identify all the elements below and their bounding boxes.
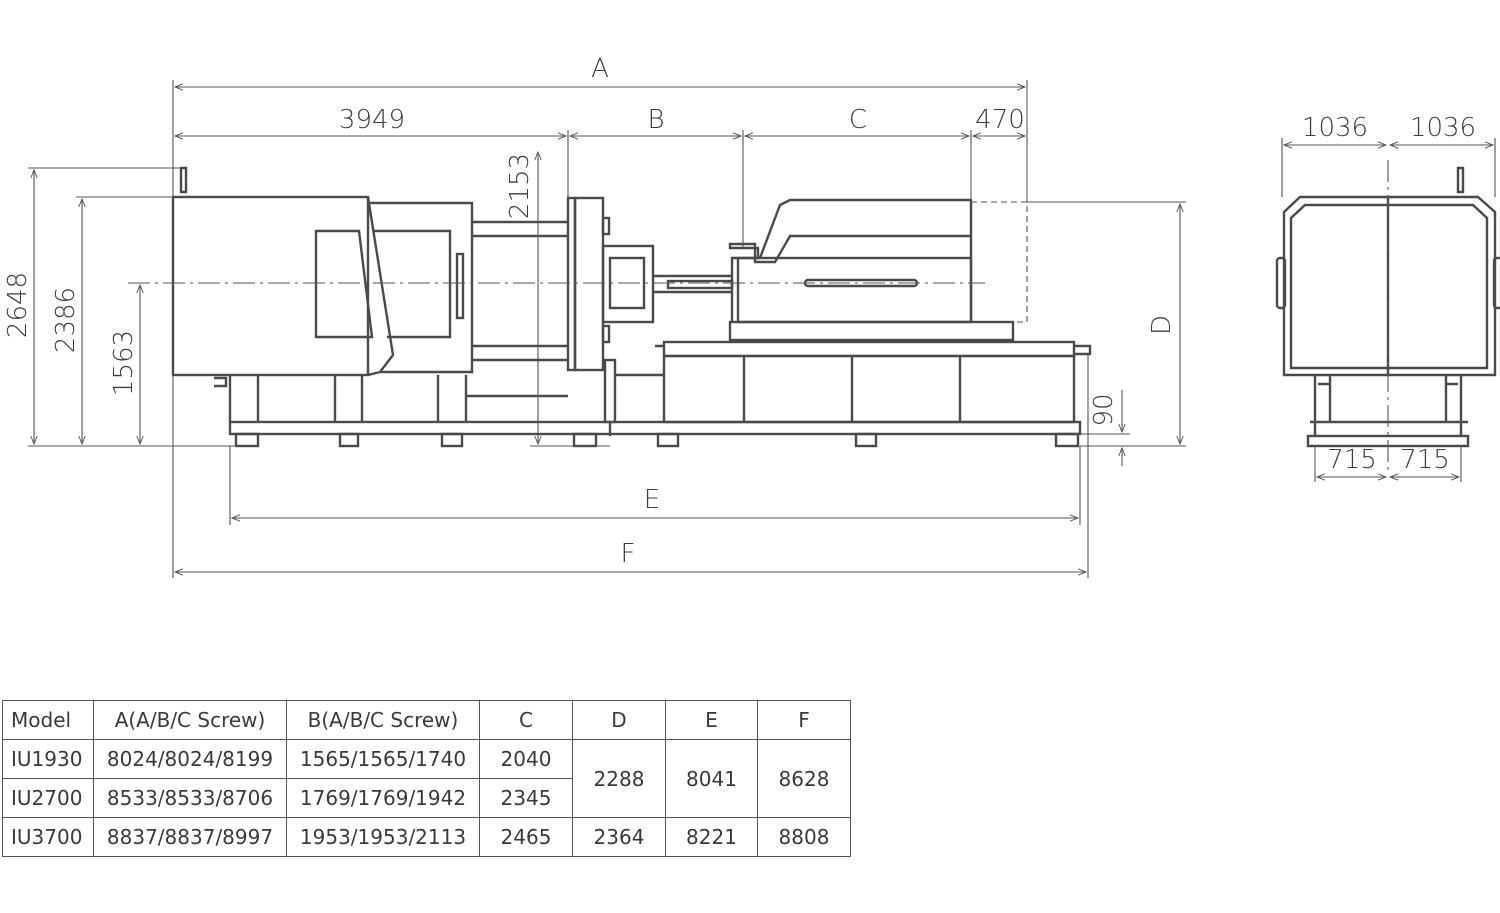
cell-d: 2288 <box>572 739 666 818</box>
cell-model: IU3700 <box>2 817 94 857</box>
dim-3949-label: 3949 <box>339 105 405 135</box>
dim-470-label: 470 <box>975 105 1025 135</box>
header-e: E <box>665 700 758 740</box>
table-header-row: Model A(A/B/C Screw) B(A/B/C Screw) C D … <box>2 700 851 740</box>
dim-2153-label: 2153 <box>505 153 535 219</box>
spec-table: Model A(A/B/C Screw) B(A/B/C Screw) C D … <box>2 700 851 857</box>
cell-a: 8533/8533/8706 <box>93 778 287 818</box>
side-dimensions: A 3949 B C 470 2648 2386 1563 2153 D 90 <box>3 54 1186 578</box>
end-dimensions: 1036 1036 715 715 <box>1281 113 1496 482</box>
table-row: IU1930 8024/8024/8199 1565/1565/1740 204… <box>2 739 851 818</box>
dim-715-right-label: 715 <box>1400 445 1450 475</box>
cell-d: 2364 <box>572 817 666 857</box>
dim-715-left-label: 715 <box>1327 445 1377 475</box>
header-c: C <box>479 700 573 740</box>
cell-model: IU1930 <box>2 739 94 779</box>
cell-c: 2345 <box>479 778 573 818</box>
dim-c-label: C <box>849 105 867 135</box>
header-b: B(A/B/C Screw) <box>286 700 480 740</box>
dim-e-label: E <box>644 485 660 515</box>
end-view <box>1275 160 1500 470</box>
cell-f: 8808 <box>757 817 851 857</box>
header-a: A(A/B/C Screw) <box>93 700 287 740</box>
cell-c: 2465 <box>479 817 573 857</box>
dim-1036-left-label: 1036 <box>1302 113 1368 143</box>
cell-e: 8221 <box>665 817 758 857</box>
cell-f: 8628 <box>757 739 851 818</box>
header-d: D <box>572 700 666 740</box>
machine-dimension-drawing: A 3949 B C 470 2648 2386 1563 2153 D 90 <box>3 54 1500 578</box>
cell-b: 1953/1953/2113 <box>286 817 480 857</box>
dim-d-label: D <box>1147 315 1177 335</box>
cell-c: 2040 <box>479 739 573 779</box>
cell-a: 8024/8024/8199 <box>93 739 287 779</box>
dim-1563-label: 1563 <box>109 330 139 396</box>
table-row: IU2700 8533/8533/8706 1769/1769/1942 234… <box>2 778 851 818</box>
dim-90-label: 90 <box>1089 393 1119 426</box>
dim-a-label: A <box>591 54 609 84</box>
cell-model: IU2700 <box>2 778 94 818</box>
cell-e: 8041 <box>665 739 758 818</box>
cell-b: 1565/1565/1740 <box>286 739 480 779</box>
dim-f-label: F <box>621 539 636 569</box>
dim-b-label: B <box>647 105 664 135</box>
cell-b: 1769/1769/1942 <box>286 778 480 818</box>
dim-1036-right-label: 1036 <box>1410 113 1476 143</box>
cell-a: 8837/8837/8997 <box>93 817 287 857</box>
dim-2648-label: 2648 <box>3 272 33 338</box>
side-view <box>128 166 1092 448</box>
table-row: IU3700 8837/8837/8997 1953/1953/2113 246… <box>2 817 851 857</box>
header-model: Model <box>2 700 94 740</box>
dim-2386-label: 2386 <box>51 287 81 353</box>
header-f: F <box>757 700 851 740</box>
